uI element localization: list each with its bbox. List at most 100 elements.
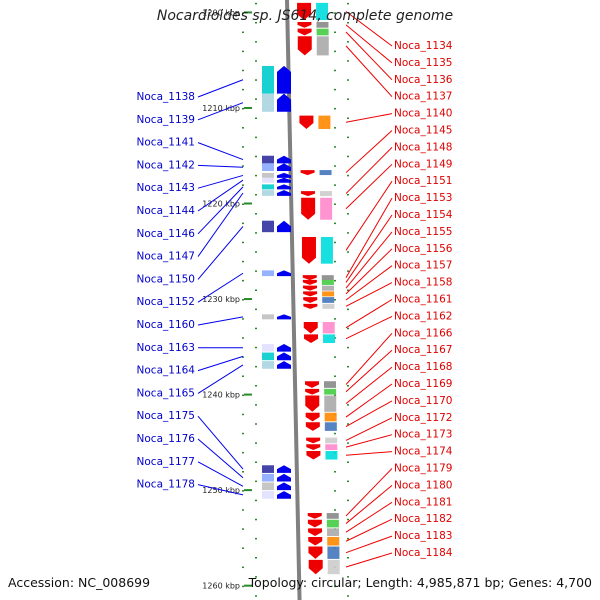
homology-box	[321, 279, 334, 285]
gene-leader-line	[345, 265, 393, 301]
forward-gene-arrow	[277, 343, 291, 352]
gene-label: Noca_1173	[394, 429, 452, 441]
gene-leader-line	[345, 45, 393, 98]
forward-gene-arrow	[277, 184, 291, 190]
homology-box	[262, 177, 274, 183]
gene-leader-line	[345, 282, 393, 307]
reverse-gene-arrow	[301, 236, 316, 264]
gene-leader-line	[197, 226, 244, 280]
homology-box	[318, 115, 331, 129]
gene-label: Noca_1152	[137, 296, 195, 308]
homology-box	[262, 314, 274, 320]
gene-label: Noca_1180	[394, 479, 452, 491]
gene-label: Noca_1184	[394, 547, 453, 559]
scale-label: 1260 kbp	[202, 582, 240, 591]
forward-gene-arrow	[277, 465, 291, 473]
forward-gene-arrow	[277, 155, 291, 164]
gene-leader-line	[197, 484, 244, 496]
homology-box	[262, 465, 274, 473]
reverse-gene-arrow	[303, 303, 318, 309]
scale-label: 1240 kbp	[202, 391, 240, 400]
forward-gene-arrow	[277, 177, 291, 183]
reverse-gene-arrow	[307, 513, 322, 519]
reverse-gene-arrow	[305, 422, 320, 431]
gene-label: Noca_1142	[137, 159, 195, 171]
reverse-gene-arrow	[304, 381, 319, 388]
gene-label: Noca_1157	[394, 260, 452, 272]
reverse-gene-arrow	[306, 437, 321, 444]
gene-leader-line	[197, 438, 244, 479]
gene-label: Noca_1150	[137, 273, 195, 285]
reverse-gene-arrow	[302, 279, 317, 285]
reverse-gene-arrow	[297, 21, 312, 28]
reverse-gene-arrow	[301, 191, 315, 197]
gene-label: Noca_1168	[394, 361, 452, 373]
genome-title: Nocardioides sp. JS614, complete genome	[156, 8, 454, 24]
gene-leader-line	[345, 24, 393, 64]
scale-label: 1230 kbp	[202, 295, 240, 304]
gene-leader-line	[197, 272, 244, 303]
homology-box	[316, 21, 329, 28]
gene-leader-line	[197, 174, 244, 189]
gene-leader-line	[345, 417, 393, 441]
gene-label: Noca_1174	[394, 446, 453, 458]
gene-label: Noca_1155	[394, 226, 452, 238]
scale-label: 1220 kbp	[202, 200, 240, 209]
homology-box	[324, 422, 337, 431]
gene-leader-line	[345, 214, 393, 283]
gene-label: Noca_1144	[137, 205, 196, 217]
gene-leader-line	[197, 364, 244, 394]
gene-label: Noca_1176	[137, 433, 196, 445]
homology-box	[262, 220, 274, 233]
homology-box	[322, 303, 335, 309]
gene-label: Noca_1178	[137, 479, 195, 491]
homology-box	[327, 528, 340, 536]
homology-box	[316, 28, 329, 36]
homology-box	[262, 190, 274, 196]
reverse-gene-arrow	[303, 321, 318, 334]
reverse-gene-arrow	[304, 334, 318, 343]
gene-label: Noca_1146	[137, 228, 196, 240]
homology-box	[325, 444, 338, 450]
homology-box	[319, 170, 332, 176]
gene-leader-line	[345, 31, 393, 81]
gene-label: Noca_1175	[137, 410, 195, 422]
reverse-gene-arrow	[308, 559, 323, 575]
reverse-gene-arrow	[305, 412, 320, 422]
homology-box	[316, 2, 329, 21]
gene-label: Noca_1153	[394, 192, 452, 204]
gene-label: Noca_1163	[137, 342, 195, 354]
reverse-gene-arrow	[306, 450, 321, 460]
homology-box	[262, 184, 274, 190]
reverse-gene-arrow	[308, 546, 323, 559]
gene-leader-line	[345, 180, 393, 251]
scale-label: 1250 kbp	[202, 486, 240, 495]
gene-label: Noca_1172	[394, 412, 452, 424]
gene-leader-line	[345, 383, 393, 418]
reverse-gene-arrow	[300, 170, 315, 176]
gene-leader-line	[345, 451, 393, 456]
gene-label: Noca_1169	[394, 378, 452, 390]
gene-leader-line	[197, 164, 244, 168]
reverse-gene-arrow	[299, 115, 314, 129]
gene-label: Noca_1167	[394, 344, 452, 356]
gene-leader-line	[345, 468, 393, 517]
gene-leader-line	[197, 415, 244, 470]
gene-leader-line	[197, 102, 244, 121]
gene-label: Noca_1148	[394, 141, 452, 153]
gene-label: Noca_1161	[394, 294, 452, 306]
gene-label: Noca_1139	[137, 114, 195, 126]
reverse-gene-arrow	[297, 36, 312, 56]
homology-box	[262, 93, 274, 112]
forward-gene-arrow	[277, 482, 291, 491]
homology-box	[262, 473, 274, 482]
scale-label: 1210 kbp	[202, 104, 240, 113]
homology-box	[325, 437, 338, 444]
gene-leader-line	[345, 485, 393, 524]
homology-box	[262, 172, 274, 178]
gene-leader-line	[345, 163, 393, 210]
gene-label: Noca_1179	[394, 463, 452, 475]
gene-label: Noca_1136	[394, 74, 453, 86]
gene-label: Noca_1135	[394, 57, 452, 69]
homology-box	[322, 297, 335, 303]
